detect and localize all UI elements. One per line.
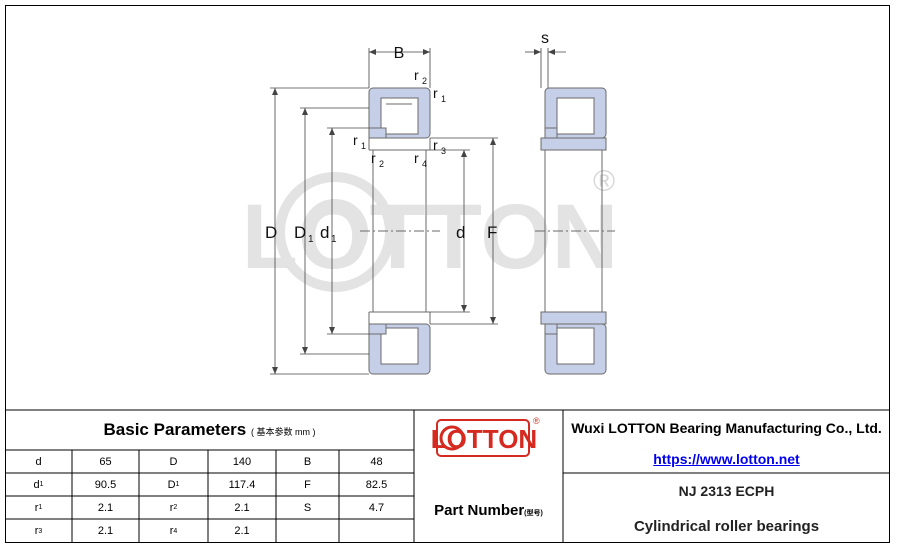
bearing-type: Cylindrical roller bearings [633, 517, 820, 535]
watermark-registered: ® [593, 165, 615, 198]
part-number-label: Part Number(型号) [434, 501, 543, 519]
param-value: 82.5 [365, 478, 388, 491]
watermark-text: LOTTON [242, 186, 619, 288]
label-D: D [265, 223, 277, 242]
dimension-lines [270, 48, 566, 375]
svg-text:2: 2 [422, 76, 427, 86]
param-value: 2.1 [234, 501, 250, 514]
param-value: 48 [370, 455, 383, 468]
param-value: 90.5 [94, 478, 117, 491]
label-r1-right: r [433, 85, 438, 101]
label-r2-bottom: r [371, 150, 376, 166]
left-section-lower [368, 311, 431, 375]
param-key: B [303, 455, 312, 468]
basic-title-text: Basic Parameters [103, 420, 247, 439]
param-value: 65 [99, 455, 112, 468]
param-key: d [35, 455, 42, 468]
drawing-frame [5, 5, 890, 543]
company-name: Wuxi LOTTON Bearing Manufacturing Co., L… [571, 420, 882, 436]
left-section-upper [368, 87, 431, 151]
label-r3: r [433, 137, 438, 153]
param-key: F [304, 478, 311, 491]
dimension-arrows [272, 49, 555, 374]
left-section-edges [360, 150, 440, 312]
label-d1-sub: 1 [331, 234, 337, 245]
label-r2-top: r [414, 67, 419, 83]
logo-registered: ® [533, 416, 540, 426]
param-value: 2.1 [97, 525, 114, 537]
label-s: s [541, 30, 549, 47]
label-r4: r [414, 150, 419, 166]
label-d: d [456, 223, 465, 242]
param-key: S [303, 501, 312, 514]
watermark-logo: LOTTON ® [242, 165, 619, 292]
basic-parameters-title: Basic Parameters ( 基本参数 mm ) [5, 410, 414, 450]
param-key: D [169, 455, 178, 468]
svg-text:1: 1 [361, 141, 366, 151]
param-value: 2.1 [97, 501, 114, 514]
info-table-grid [5, 409, 890, 543]
lotton-logo: LOTTON ® [431, 416, 540, 457]
param-value: 117.4 [228, 478, 256, 491]
basic-unit-text: ( 基本参数 mm ) [250, 427, 316, 437]
param-key [276, 519, 339, 543]
param-value [339, 519, 414, 543]
svg-text:1: 1 [441, 94, 446, 104]
svg-text:2: 2 [379, 159, 384, 169]
param-value: 2.1 [234, 525, 250, 537]
dimension-labels: B s D D 1 d 1 d F r 2 r 1 r 1 r 2 r 3 r … [265, 30, 549, 245]
part-number-value: NJ 2313 ECPH [678, 483, 775, 499]
svg-text:4: 4 [422, 159, 427, 169]
param-value: 140 [232, 455, 252, 468]
label-d1: d [320, 223, 329, 242]
label-D1-sub: 1 [308, 234, 314, 245]
svg-text:3: 3 [441, 146, 446, 156]
right-section-lower [540, 311, 607, 375]
right-section-upper [540, 87, 607, 151]
right-section-edges [535, 150, 615, 312]
logo-text: LOTTON [431, 424, 537, 454]
label-F: F [487, 223, 497, 242]
label-B: B [394, 45, 405, 62]
param-value: 4.7 [368, 501, 385, 514]
label-r1-left: r [353, 132, 358, 148]
label-D1: D [294, 223, 306, 242]
company-link[interactable]: https://www.lotton.net [653, 451, 800, 467]
